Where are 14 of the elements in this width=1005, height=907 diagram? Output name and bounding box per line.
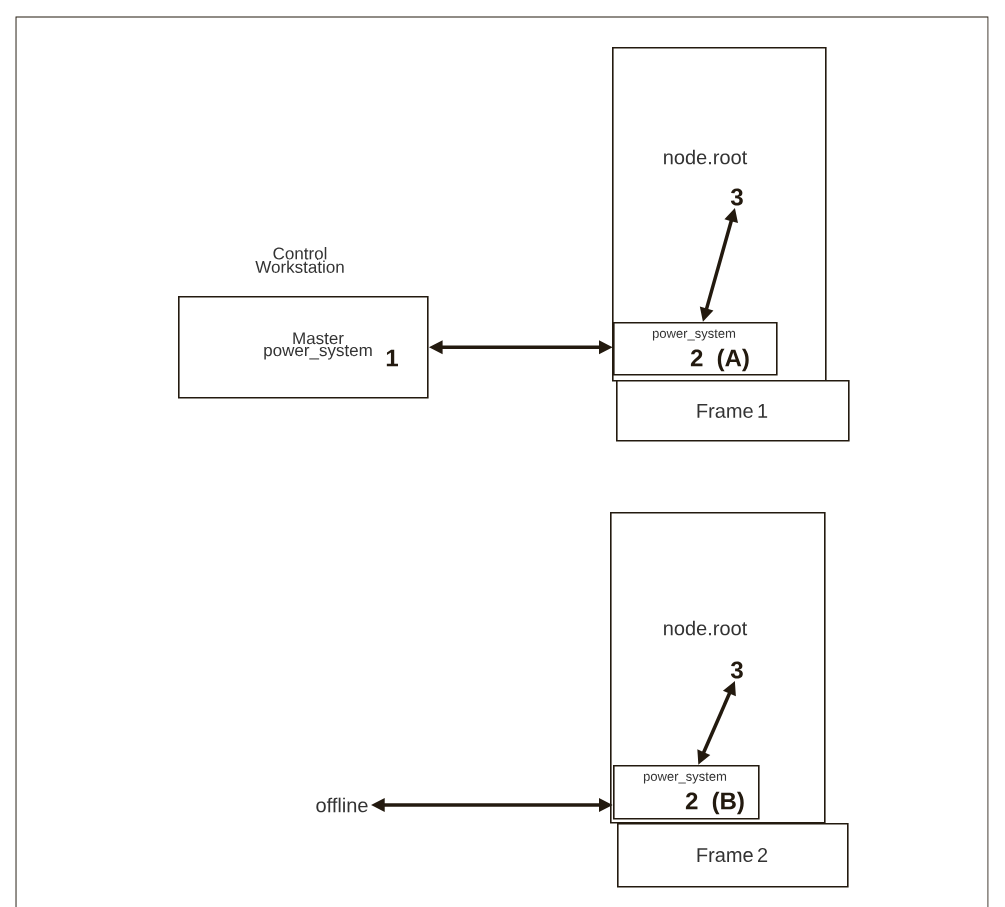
text-label: offline [316, 797, 368, 813]
box-text: power_system [652, 329, 736, 341]
box-text: Frame 1 [697, 404, 768, 418]
callout-number: 2 (B) [685, 791, 744, 815]
box-text: Master power_system [264, 332, 372, 360]
box-text: node.root [664, 149, 748, 165]
box-text: node.root [664, 620, 748, 636]
callout-number: 3 [730, 188, 743, 206]
callout-number: 1 [386, 349, 398, 367]
heading: Control Workstation [255, 247, 344, 273]
box-text: Frame 2 [697, 847, 768, 863]
callout-number: 3 [730, 661, 743, 679]
box-text: power_system [643, 772, 727, 784]
callout-number: 2 (A) [690, 348, 749, 372]
